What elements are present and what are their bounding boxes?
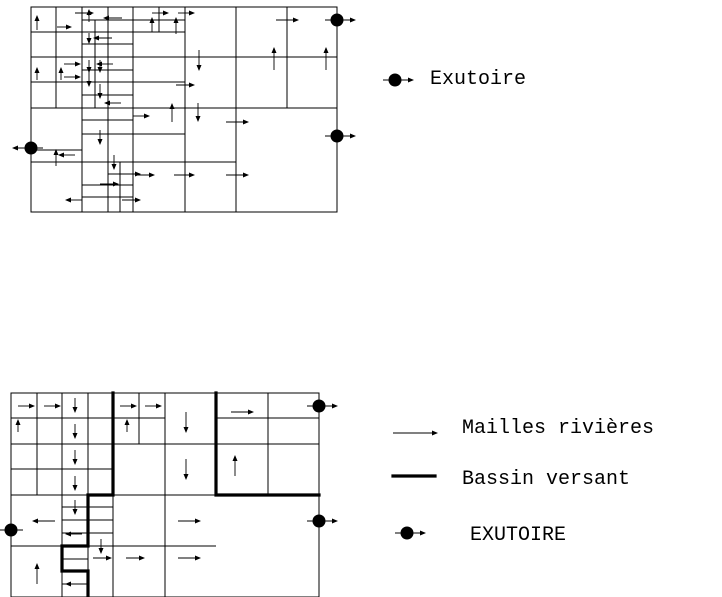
bottom-outlets	[0, 399, 338, 537]
outlet-legend-label: EXUTOIRE	[470, 524, 566, 547]
outlet-marker	[307, 514, 338, 528]
outlet-marker	[0, 523, 23, 537]
river-cells-legend-label: Mailles rivières	[462, 417, 654, 440]
bottom-flow-arrows	[15, 398, 254, 587]
watershed-boundary	[60, 391, 321, 597]
top-grid-figure: Exutoire	[12, 6, 526, 213]
top-flow-arrows	[34, 9, 329, 203]
outlet-legend-label: Exutoire	[430, 68, 526, 91]
outlet-legend-symbol	[395, 526, 426, 540]
outlet-marker	[383, 73, 414, 87]
top-outlets	[12, 13, 356, 155]
bottom-legend: Mailles rivières Bassin versant EXUTOIRE	[391, 417, 654, 547]
top-drainage-grid	[30, 6, 338, 213]
watershed-legend-label: Bassin versant	[462, 468, 630, 491]
top-legend: Exutoire	[383, 68, 526, 91]
watershed-boundary-line	[214, 391, 321, 497]
outlet-marker	[395, 526, 426, 540]
watershed-boundary-line	[60, 391, 115, 597]
top-grid-frame	[30, 6, 338, 213]
outlet-marker	[307, 399, 338, 413]
outlet-marker	[325, 13, 356, 27]
bottom-grid-figure: Mailles rivières Bassin versant EXUTOIRE	[0, 391, 654, 597]
outlet-legend-symbol	[383, 73, 414, 87]
outlet-marker	[325, 129, 356, 143]
outlet-marker	[12, 141, 43, 155]
